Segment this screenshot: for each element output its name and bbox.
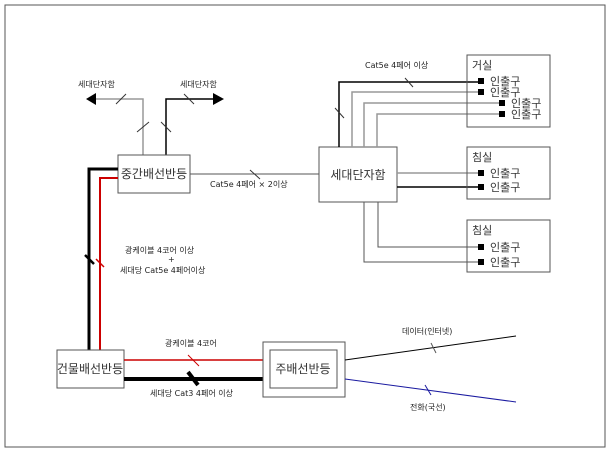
household-box — [318, 146, 398, 203]
main-panel-label: 주배선반등 — [275, 362, 330, 376]
outlet-icon — [499, 111, 505, 117]
arrow-left-icon — [86, 93, 96, 105]
household-box-left-label: 세대단자함 — [78, 79, 115, 89]
riser-label-1: 광케이블 4코어 이상 — [125, 245, 195, 255]
room-name: 침실 — [472, 224, 492, 237]
arrow-right-icon — [213, 93, 224, 105]
riser-label-2: 세대당 Cat5e 4페어이상 — [120, 265, 206, 275]
room-name: 침실 — [472, 151, 492, 164]
outlet-label: 인출구 — [490, 256, 520, 269]
outlet-label: 인출구 — [511, 97, 541, 110]
room-bedroom-2: 침실 인출구 인출구 — [466, 219, 551, 273]
riser-copper — [87, 167, 118, 350]
intermediate-panel-label: 중간배선반등 — [121, 167, 187, 181]
outlet-icon — [478, 244, 484, 250]
outlet-label: 인출구 — [490, 86, 520, 99]
room-name: 거실 — [472, 59, 492, 72]
phone-line — [344, 378, 517, 403]
household-box-label: 세대단자함 — [330, 168, 385, 182]
outlet-label: 인출구 — [490, 241, 520, 254]
outlet-cables — [338, 81, 499, 263]
branch-lines — [95, 93, 215, 155]
outlet-label: 인출구 — [490, 167, 520, 180]
outlet-icon — [478, 184, 484, 190]
outlet-label: 인출구 — [511, 108, 541, 121]
phone-label: 전화(국선) — [410, 402, 446, 412]
data-line — [344, 335, 517, 361]
room-bedroom-1: 침실 인출구 인출구 — [466, 146, 551, 200]
outlet-icon — [478, 259, 484, 265]
household-box-right-label: 세대단자함 — [180, 79, 217, 89]
outlet-icon — [478, 78, 484, 84]
intermediate-panel-box — [117, 154, 191, 194]
building-panel-box — [56, 349, 125, 389]
riser-fiber — [99, 177, 118, 350]
building-panel-label: 건물배선반등 — [57, 362, 123, 376]
household-outlet-label: Cat5e 4페어 이상 — [365, 60, 429, 70]
room-living: 거실 인출구 인출구 인출구 인출구 — [466, 54, 551, 128]
fiber-link-label: 광케이블 4코어 — [165, 338, 217, 348]
outlet-icon — [478, 170, 484, 176]
outlet-icon — [499, 100, 505, 106]
outlet-icon — [478, 89, 484, 95]
outlet-label: 인출구 — [490, 75, 520, 88]
cat5e-link-label: Cat5e 4페어 × 2이상 — [210, 179, 288, 189]
outlet-label: 인출구 — [490, 181, 520, 194]
cat3-link-label: 세대당 Cat3 4페어 이상 — [150, 388, 234, 398]
frame — [4, 4, 606, 448]
data-label: 데이터(인터넷) — [402, 326, 452, 336]
main-panel-box — [269, 349, 338, 389]
riser-plus: + — [168, 255, 175, 264]
